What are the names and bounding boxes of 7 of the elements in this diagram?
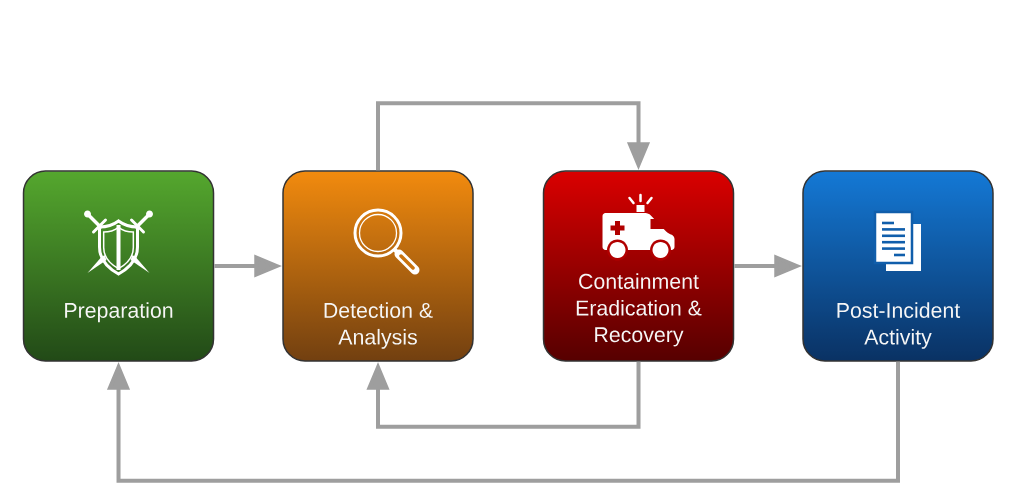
arrow: [366, 361, 641, 429]
arrow: [376, 101, 651, 171]
process-box: Containment Eradication & Recovery: [542, 170, 735, 362]
process-box: Preparation: [22, 170, 215, 362]
process-box: Detection & Analysis: [282, 170, 474, 362]
arrow: [106, 361, 900, 483]
process-box: Post-Incident Activity: [802, 170, 994, 362]
